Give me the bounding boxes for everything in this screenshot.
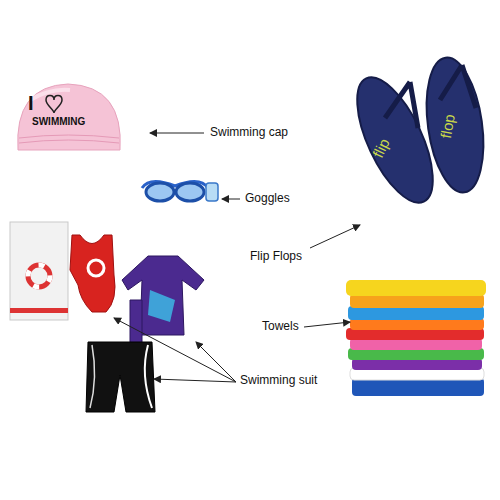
item-label: Swimming cap <box>210 126 288 139</box>
white-towel <box>10 222 68 320</box>
item-label: Goggles <box>245 192 290 205</box>
swim-cap <box>18 84 121 150</box>
leader-lines <box>114 133 360 382</box>
item-label: Towels <box>262 320 299 333</box>
cap-print: SWIMMING <box>32 116 85 127</box>
swim-shorts <box>86 342 155 412</box>
sun-suit <box>122 256 204 345</box>
cap-print: I <box>28 92 34 114</box>
item-label: Flip Flops <box>250 250 302 263</box>
flip-flops <box>342 54 491 213</box>
heart <box>46 96 62 114</box>
towel-stack <box>346 280 486 396</box>
item-label: Swimming suit <box>240 374 317 387</box>
goggles <box>142 181 218 201</box>
red-swimsuit <box>70 235 115 312</box>
